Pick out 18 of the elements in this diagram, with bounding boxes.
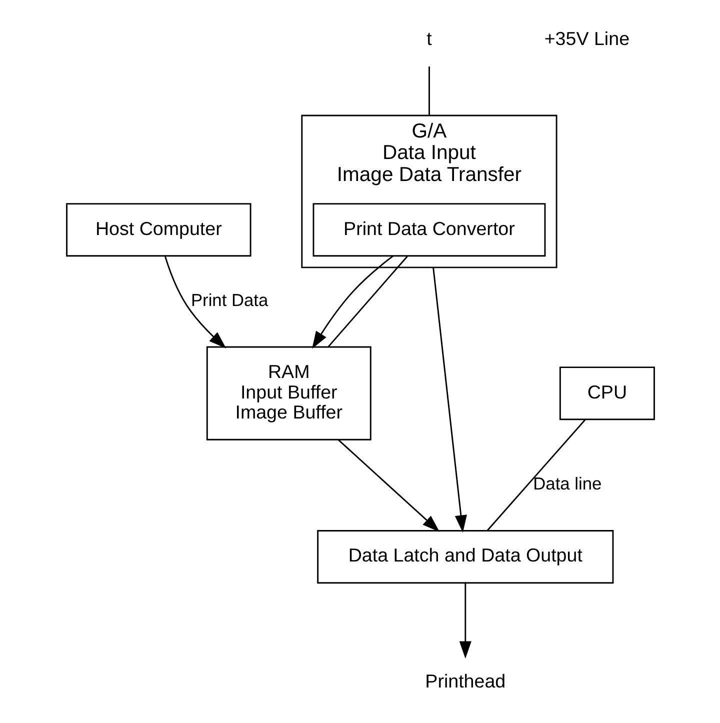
node-text: t [426, 28, 432, 50]
arrow [432, 267, 466, 533]
node-text: Printhead [424, 670, 506, 692]
connector [428, 66, 430, 116]
connector [327, 256, 408, 348]
node-box: CPU [558, 366, 654, 420]
arrow [338, 439, 440, 532]
arrow [458, 583, 471, 659]
label: +35V Line [544, 28, 630, 50]
node-box: Host Computer [66, 203, 251, 257]
node-box: RAM Input Buffer Image Buffer [206, 346, 371, 440]
arrow [164, 256, 226, 348]
node-box: Print Data Convertor [312, 203, 546, 257]
arrow [312, 255, 394, 349]
connector [486, 419, 586, 531]
edge-label: Data line [532, 474, 602, 494]
edge-label: Print Data [190, 290, 268, 310]
node-box: Data Latch and Data Output [316, 530, 614, 584]
